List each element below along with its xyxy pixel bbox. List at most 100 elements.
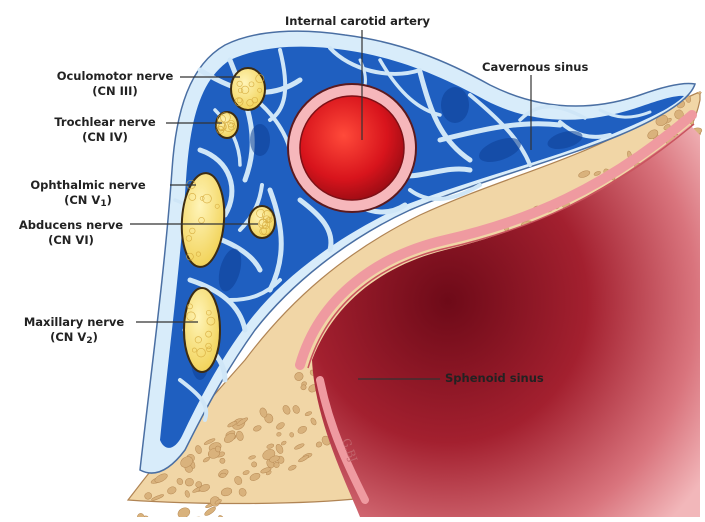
bone-pore bbox=[203, 438, 216, 445]
nerve-fascicle bbox=[187, 303, 193, 310]
nerve-fascicle bbox=[234, 97, 244, 107]
nerve-fascicle bbox=[256, 208, 266, 218]
nerve-fascicle bbox=[223, 121, 234, 132]
ophthalmic-name: Ophthalmic nerve bbox=[30, 178, 146, 192]
label-ophthalmic-nerve: Ophthalmic nerve (CN V1) bbox=[8, 178, 168, 212]
bone-pore bbox=[251, 461, 257, 468]
bone-pore bbox=[236, 417, 249, 426]
label-maxillary-nerve: Maxillary nerve (CN V2) bbox=[14, 315, 134, 349]
bone-pore bbox=[234, 476, 243, 485]
nerve-fascicle bbox=[186, 252, 194, 261]
label-oculomotor-nerve: Oculomotor nerve (CN III) bbox=[50, 69, 180, 99]
bone-pore bbox=[276, 432, 282, 437]
maxillary-nerve bbox=[183, 287, 221, 373]
abducens-name: Abducens nerve bbox=[18, 218, 124, 232]
label-trochlear-nerve: Trochlear nerve (CN IV) bbox=[46, 115, 164, 145]
nerve-fascicle bbox=[237, 87, 244, 94]
nerve-fascicle bbox=[195, 251, 201, 257]
bone-pore bbox=[266, 443, 275, 449]
bone-pore bbox=[294, 443, 305, 450]
label-abducens-nerve: Abducens nerve (CN VI) bbox=[10, 218, 132, 248]
bone-pore bbox=[289, 432, 294, 438]
bone-pore bbox=[204, 506, 216, 516]
bone-pore bbox=[275, 444, 284, 454]
ophthalmic-abbr-suffix: ) bbox=[106, 193, 112, 207]
nerve-fascicle bbox=[262, 221, 271, 229]
cranial-nerves bbox=[180, 67, 276, 373]
nerve-fascicle bbox=[240, 85, 250, 95]
bone-pore bbox=[144, 492, 153, 500]
bone-pore bbox=[218, 515, 226, 517]
bone-pore bbox=[315, 441, 323, 448]
bone-pore bbox=[238, 488, 247, 497]
bone-pore bbox=[151, 494, 164, 501]
ophthalmic-abbr: (CN V1) bbox=[8, 193, 168, 212]
nerve-fascicle bbox=[202, 193, 212, 204]
bone-pore bbox=[236, 430, 244, 441]
bone-pore bbox=[253, 425, 262, 432]
bone-pore bbox=[180, 456, 193, 468]
bone-pore bbox=[593, 171, 601, 176]
nerve-fascicle bbox=[199, 196, 205, 201]
nerve-fascicle bbox=[255, 74, 265, 84]
maxillary-abbr-sub: 2 bbox=[86, 336, 93, 346]
nerve-fascicle bbox=[186, 311, 196, 321]
oculomotor-abbr: (CN III) bbox=[92, 84, 138, 98]
bone-pore bbox=[154, 473, 168, 483]
nerve-fascicle bbox=[214, 203, 220, 209]
bone-pore bbox=[202, 457, 210, 463]
bone-pore bbox=[177, 507, 191, 517]
nerve-fascicle bbox=[215, 120, 226, 131]
bone-pore bbox=[298, 455, 309, 463]
trochlear-abbr: (CN IV) bbox=[82, 130, 128, 144]
nerve-fascicle bbox=[196, 348, 206, 358]
bone-pore bbox=[199, 484, 210, 492]
nerve-fascicle bbox=[205, 330, 212, 338]
label-cavernous-sinus: Cavernous sinus bbox=[482, 60, 589, 74]
bone-pore bbox=[137, 513, 145, 517]
nerve-fascicle bbox=[236, 80, 243, 87]
bone-pore bbox=[310, 417, 317, 426]
nerve-fascicle bbox=[206, 316, 216, 326]
bone-pore bbox=[578, 170, 591, 178]
bone-pore bbox=[294, 372, 304, 381]
bone-pore bbox=[647, 129, 659, 140]
nerve-fascicle bbox=[258, 219, 269, 229]
nerve-fascicle bbox=[257, 87, 263, 93]
nerve-fascicle bbox=[205, 342, 212, 350]
bone-pore bbox=[259, 407, 268, 418]
sinus-mucosa bbox=[295, 110, 697, 370]
nerve-fascicle bbox=[227, 119, 235, 128]
bone-pore bbox=[219, 472, 227, 478]
bone-pore bbox=[249, 472, 261, 481]
nerve-fascicle bbox=[236, 97, 243, 104]
nerve-fascicle bbox=[220, 111, 231, 123]
bone-pore bbox=[297, 425, 307, 434]
bone-pore bbox=[276, 422, 285, 430]
bone-pore bbox=[167, 486, 177, 495]
ophthalmic-abbr-sub: 1 bbox=[100, 199, 107, 209]
bone-pore bbox=[282, 405, 291, 415]
bone-pore bbox=[242, 470, 250, 475]
abducens-nerve bbox=[248, 205, 276, 239]
ophthalmic-abbr-prefix: (CN V bbox=[64, 193, 101, 207]
maxillary-abbr: (CN V2) bbox=[14, 330, 134, 349]
bone-pore bbox=[227, 421, 238, 428]
maxillary-abbr-suffix: ) bbox=[92, 330, 98, 344]
oculomotor-name: Oculomotor nerve bbox=[56, 69, 174, 83]
bone-pore bbox=[696, 92, 702, 95]
bone-pore bbox=[288, 464, 297, 471]
leader-lines bbox=[130, 30, 532, 380]
sphenoid-sinus-cavity bbox=[312, 125, 700, 517]
nerve-fascicle bbox=[189, 227, 196, 235]
bone-pore bbox=[184, 478, 194, 487]
bone-pore bbox=[260, 467, 272, 474]
nerve-fascicle bbox=[251, 96, 258, 104]
bone-pore bbox=[292, 405, 300, 414]
bone-pore bbox=[214, 499, 222, 505]
nerve-fascicle bbox=[216, 126, 225, 134]
bone-pore bbox=[280, 440, 287, 446]
nerve-fascicle bbox=[260, 225, 271, 236]
